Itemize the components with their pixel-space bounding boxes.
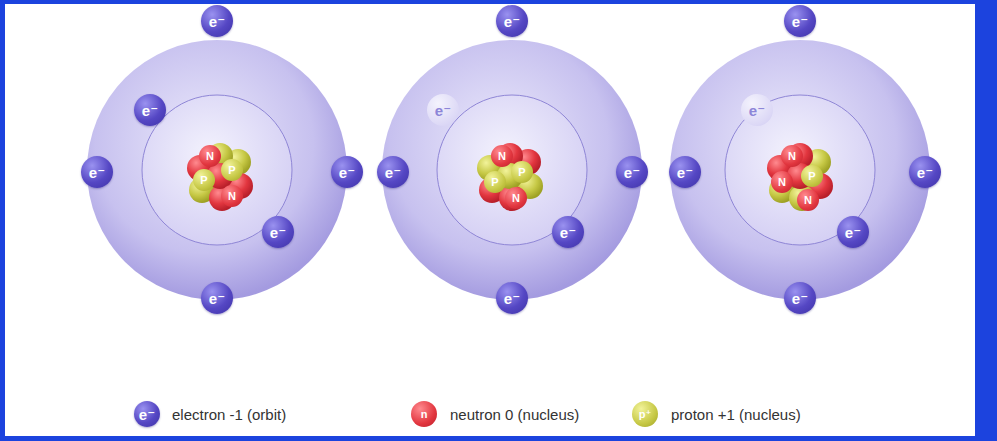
electron: e⁻	[331, 156, 363, 188]
particle-symbol: e⁻	[917, 165, 933, 180]
particle-symbol: e⁻	[677, 165, 693, 180]
particle-symbol: N	[228, 191, 236, 202]
legend-text: neutron 0 (nucleus)	[450, 406, 579, 423]
particle-symbol: e⁻	[142, 103, 158, 118]
electron: e⁻	[81, 156, 113, 188]
particle-symbol: P	[518, 167, 525, 178]
electron: e⁻	[496, 282, 528, 314]
particle-symbol: e⁻	[385, 165, 401, 180]
electron: e⁻	[669, 156, 701, 188]
neutron: N	[221, 185, 243, 207]
electron: e⁻	[377, 156, 409, 188]
electron: e⁻	[262, 216, 294, 248]
particle-symbol: N	[788, 151, 796, 162]
electron: e⁻	[201, 282, 233, 314]
particle-symbol: e⁻	[792, 14, 808, 29]
legend-proton-icon: p⁺	[632, 401, 658, 427]
particle-symbol: e⁻	[209, 14, 225, 29]
neutron: N	[781, 145, 803, 167]
proton: P	[484, 171, 506, 193]
electron: e⁻	[552, 216, 584, 248]
particle-symbol: e⁻	[209, 291, 225, 306]
legend-electron-icon: e⁻	[134, 401, 160, 427]
electron: e⁻	[134, 94, 166, 126]
neutron: N	[505, 187, 527, 209]
particle-symbol: N	[498, 151, 506, 162]
legend-text: proton +1 (nucleus)	[671, 406, 801, 423]
proton: P	[193, 169, 215, 191]
particle-symbol: N	[512, 193, 520, 204]
electron: e⁻	[201, 5, 233, 37]
electron: e⁻	[616, 156, 648, 188]
particle-symbol: e⁻	[792, 291, 808, 306]
particle-symbol: N	[778, 177, 786, 188]
particle-symbol: e⁻	[270, 225, 286, 240]
nucleus-cluster	[187, 143, 833, 211]
proton: P	[221, 159, 243, 181]
electron: e⁻	[784, 5, 816, 37]
electron: e⁻	[784, 282, 816, 314]
neutron: N	[199, 145, 221, 167]
neutron: N	[491, 145, 513, 167]
particle-symbol: P	[491, 177, 498, 188]
electron-faded: e⁻	[427, 94, 459, 126]
particle-symbol: e⁻	[504, 14, 520, 29]
particle-symbol: N	[206, 151, 214, 162]
particle-symbol: N	[804, 195, 812, 206]
neutron: N	[771, 171, 793, 193]
particle-symbol: P	[200, 175, 207, 186]
particle-symbol: e⁻	[89, 165, 105, 180]
legend-text: electron -1 (orbit)	[172, 406, 286, 423]
particle-symbol: n	[421, 409, 428, 420]
electron: e⁻	[837, 216, 869, 248]
legend-neutron-icon: n	[411, 401, 437, 427]
neutron: N	[797, 189, 819, 211]
proton: P	[511, 161, 533, 183]
electron-faded: e⁻	[741, 94, 773, 126]
electron: e⁻	[496, 5, 528, 37]
particle-symbol: e⁻	[749, 103, 765, 118]
particle-symbol: P	[808, 171, 815, 182]
particle-symbol: e⁻	[504, 291, 520, 306]
proton: P	[801, 165, 823, 187]
atom-sphere	[87, 40, 930, 300]
particle-symbol: P	[228, 165, 235, 176]
particle-symbol: p⁺	[639, 409, 652, 420]
particle-symbol: e⁻	[435, 103, 451, 118]
particle-symbol: e⁻	[845, 225, 861, 240]
particle-symbol: e⁻	[139, 407, 155, 422]
electron: e⁻	[909, 156, 941, 188]
particle-symbol: e⁻	[560, 225, 576, 240]
particle-symbol: e⁻	[339, 165, 355, 180]
particle-symbol: e⁻	[624, 165, 640, 180]
